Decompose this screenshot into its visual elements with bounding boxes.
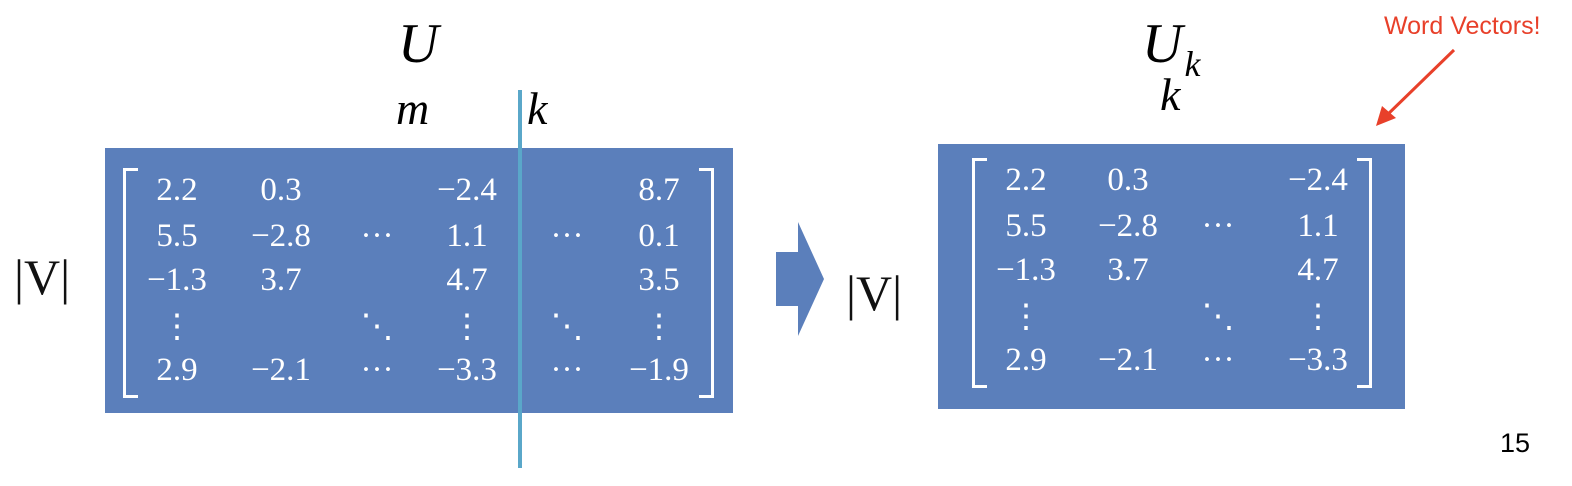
left-matrix-title: U [398, 13, 439, 75]
matrix-cell: 2.9 [1005, 342, 1047, 378]
matrix-cell: ⋮ [450, 309, 484, 345]
matrix-cell: ⋮ [642, 309, 676, 345]
left-row-label: |V| [14, 249, 71, 305]
matrix-cell: ⋱ [550, 309, 584, 345]
matrix-cell: ··· [360, 218, 394, 254]
matrix-cell: −3.3 [1288, 342, 1348, 378]
matrix-cell: 4.7 [446, 262, 488, 298]
matrix-cell: ··· [1201, 208, 1235, 244]
matrix-cell: 3.5 [638, 262, 680, 298]
right-matrix-title: Uk [1142, 12, 1200, 84]
right-matrix-bracket-left [972, 158, 987, 388]
right-arrow-icon [776, 222, 824, 336]
left-matrix-bracket-left [123, 168, 138, 398]
matrix-cell: 4.7 [1297, 252, 1339, 288]
matrix-cell: −1.3 [996, 252, 1056, 288]
right-matrix-title-main: U [1142, 13, 1183, 75]
matrix-cell: 2.2 [156, 172, 198, 208]
matrix-cell: ··· [550, 218, 584, 254]
matrix-cell: ⋮ [1009, 299, 1043, 335]
matrix-cell: 0.1 [638, 218, 680, 254]
matrix-cell: −1.9 [629, 352, 689, 388]
matrix-cell: 1.1 [1297, 208, 1339, 244]
matrix-cell: 5.5 [1005, 208, 1047, 244]
left-col-label-m: m [396, 83, 430, 134]
matrix-cell: 1.1 [446, 218, 488, 254]
right-matrix-bracket-right [1357, 158, 1372, 388]
matrix-cell: −1.3 [147, 262, 207, 298]
annotation-arrow-icon [1376, 48, 1456, 126]
left-col-label-k: k [527, 83, 548, 134]
matrix-cell: 0.3 [1107, 162, 1149, 198]
matrix-cell: ··· [360, 352, 394, 388]
matrix-cell: −3.3 [437, 352, 497, 388]
word-vectors-annotation: Word Vectors! [1384, 12, 1541, 40]
left-matrix: 2.2 0.3 −2.4 8.7 5.5 −2.8 ··· 1.1 ··· 0.1 −1.3 3.7 4… [105, 148, 733, 413]
matrix-cell: −2.4 [437, 172, 497, 208]
matrix-cell: 3.7 [260, 262, 302, 298]
right-matrix-title-subscript: k [1184, 44, 1201, 84]
matrix-cell: −2.1 [251, 352, 311, 388]
matrix-cell: 5.5 [156, 218, 198, 254]
matrix-cell: ⋮ [160, 309, 194, 345]
left-matrix-bracket-right [699, 168, 714, 398]
matrix-cell: −2.8 [251, 218, 311, 254]
matrix-cell: 3.7 [1107, 252, 1149, 288]
matrix-cell: −2.1 [1098, 342, 1158, 378]
column-divider-line [518, 90, 522, 468]
matrix-cell: ⋮ [1301, 299, 1335, 335]
matrix-cell: 2.2 [1005, 162, 1047, 198]
matrix-cell: −2.8 [1098, 208, 1158, 244]
matrix-cell: −2.4 [1288, 162, 1348, 198]
matrix-cell: ⋱ [1201, 299, 1235, 335]
matrix-cell: ··· [1201, 342, 1235, 378]
right-matrix: 2.2 0.3 −2.4 5.5 −2.8 ··· 1.1 −1.3 3.7 4.7 ⋮ ⋱ ⋮ 2.9 −… [938, 144, 1405, 409]
matrix-cell: 0.3 [260, 172, 302, 208]
matrix-cell: ⋱ [360, 309, 394, 345]
right-col-label-k: k [1160, 69, 1181, 120]
page-number: 15 [1500, 428, 1531, 458]
right-row-label: |V| [846, 265, 903, 321]
matrix-cell: ··· [550, 352, 584, 388]
matrix-cell: 8.7 [638, 172, 680, 208]
matrix-cell: 2.9 [156, 352, 198, 388]
